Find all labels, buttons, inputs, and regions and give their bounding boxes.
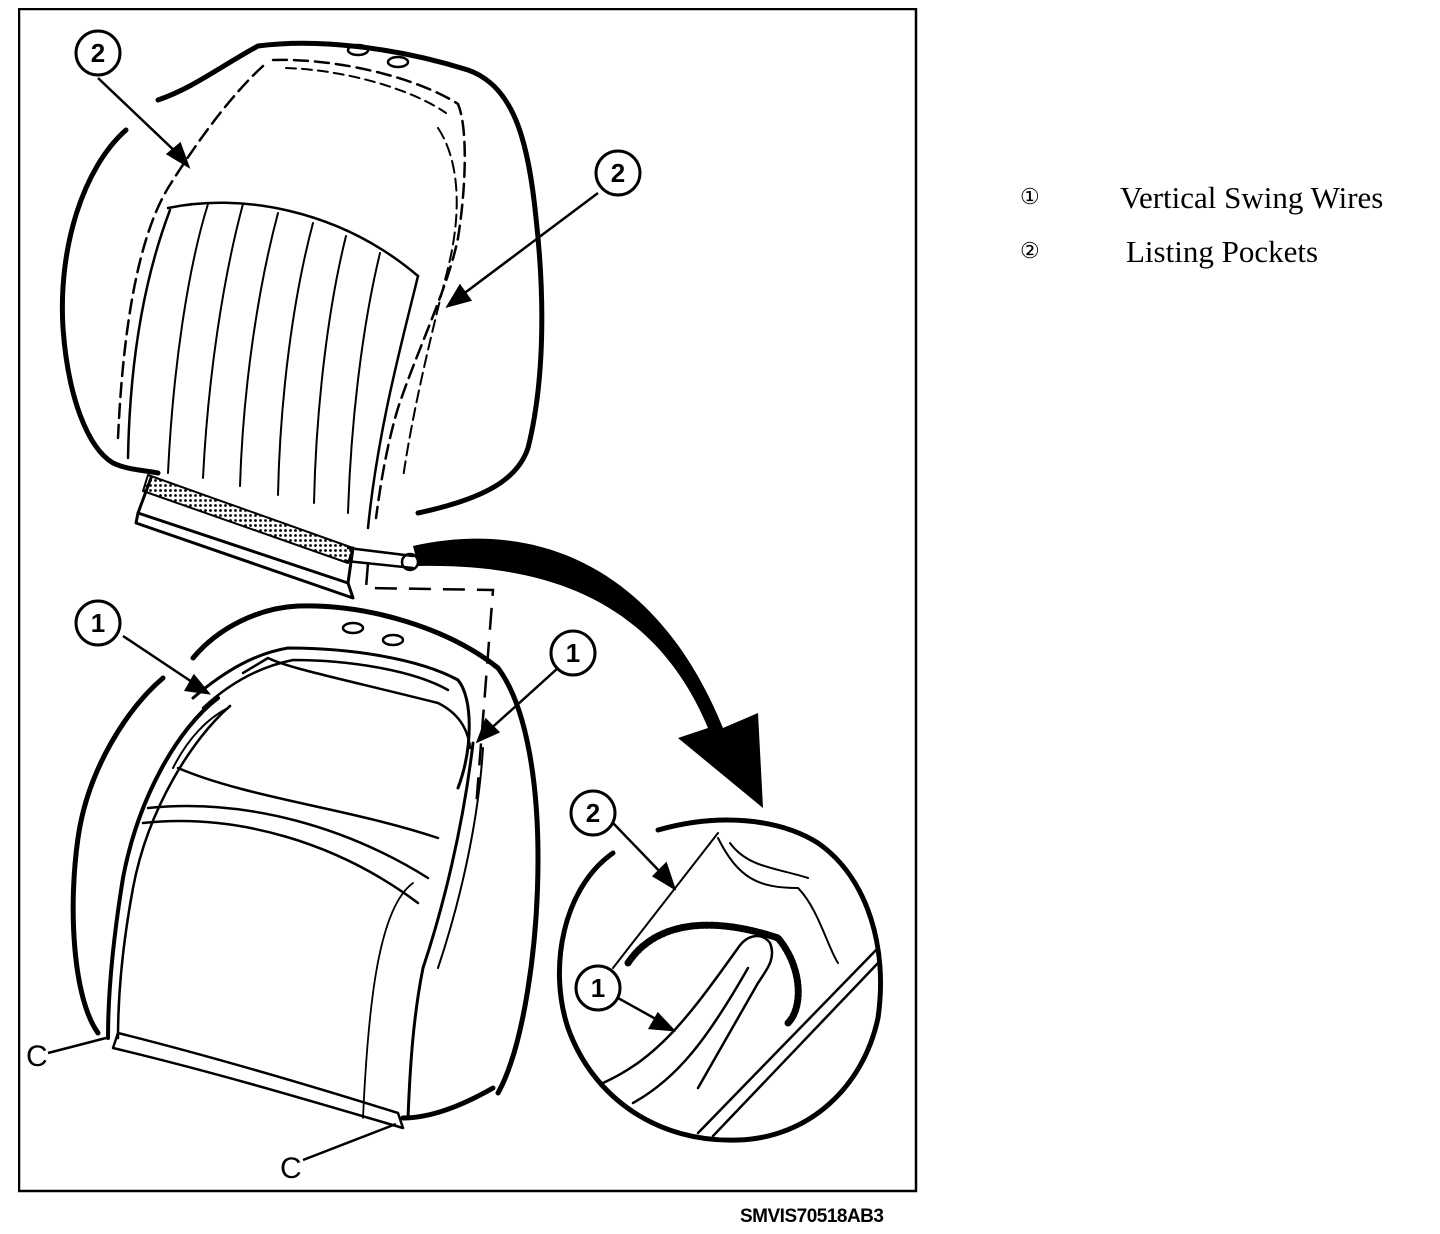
lower-callout-leaders <box>47 634 559 1162</box>
diagram-border <box>18 8 918 1193</box>
callout-1-mid-right: 1 <box>549 629 597 677</box>
lower-seat-frame <box>70 603 541 1130</box>
figure-id: SMVIS70518AB3 <box>740 1206 884 1227</box>
diagram-frame: 2 2 1 1 2 1 C C <box>18 8 918 1193</box>
legend-label-vertical-swing-wires: Vertical Swing Wires <box>1120 180 1384 215</box>
callout-1-mid-right-label: 1 <box>566 638 580 668</box>
transition-arrow <box>413 538 763 808</box>
callout-2-top-right: 2 <box>594 149 642 197</box>
upper-callout-leaders <box>97 77 599 309</box>
callout-2-detail-label: 2 <box>586 798 600 828</box>
seat-cover-diagram: 2 2 1 1 2 1 C C <box>18 8 918 1193</box>
legend-label-listing-pockets: Listing Pockets <box>1126 234 1319 269</box>
clip-label-left: C <box>26 1040 48 1073</box>
callout-1-mid-left-label: 1 <box>91 608 105 638</box>
detail-callout-leaders <box>612 822 677 1032</box>
callout-2-detail: 2 <box>569 789 617 837</box>
clip-label-bottom: C <box>280 1152 302 1185</box>
callout-1-detail: 1 <box>574 964 622 1012</box>
detail-connector <box>364 562 495 809</box>
callout-1-mid-left: 1 <box>74 599 122 647</box>
legend-marker-2: ② <box>1020 238 1040 263</box>
legend-marker-1: ① <box>1020 184 1040 209</box>
callout-2-top-left-label: 2 <box>91 38 105 68</box>
callout-1-detail-label: 1 <box>591 973 605 1003</box>
upper-seat-cover <box>59 40 545 600</box>
callout-2-top-right-label: 2 <box>611 158 625 188</box>
callout-2-top-left: 2 <box>74 29 122 77</box>
detail-magnifier <box>556 817 883 1143</box>
